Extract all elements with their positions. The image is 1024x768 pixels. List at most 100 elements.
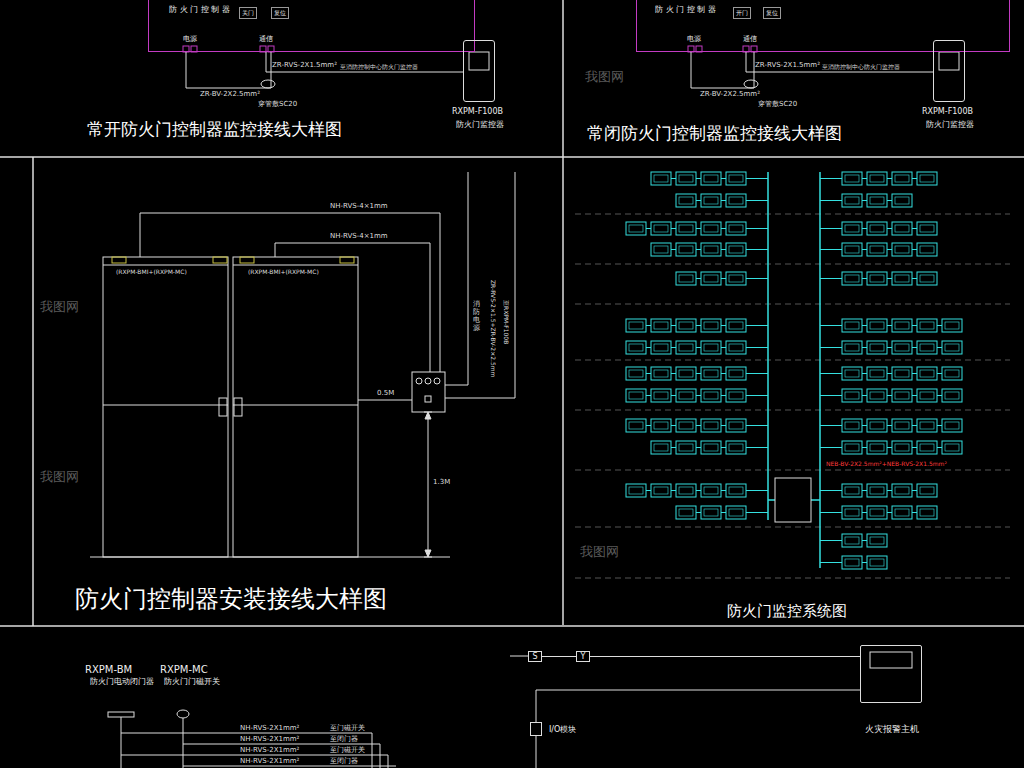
top-right-wiring [688,46,959,88]
monitoring-system-part [651,441,768,454]
drawing-label: 穿管敷SC20 [758,100,797,108]
button: 开门 [733,7,751,19]
watermark: 我图网 [580,545,619,560]
fire-door-illustration-part [233,257,358,557]
monitoring-system [575,172,1010,578]
fire-door-illustration-part [416,378,422,384]
monitoring-system-part [820,556,887,569]
drawing-label: ZR-BV-2X2.5mm² [700,90,760,98]
monitoring-system-part [626,484,768,497]
bottom-wiring-part [536,736,537,768]
wire-label: ZR-RVS-2X1.5mm² [272,61,337,69]
drawing-label: ZR-BV-2X2.5mm² [200,90,260,98]
drawing-label: NH-RVS-2X1mm² [240,735,299,743]
monitoring-system-part [820,389,962,402]
drawing-label: 常开防火门控制器监控接线大样图 [87,120,342,140]
drawing-label: 防火门监控系统图 [727,603,847,620]
monitoring-system-part [820,367,962,380]
top-left-wiring-part [469,52,489,70]
drawing-label: 穿管敷SC20 [258,100,297,108]
node-text: 开门 [734,8,750,18]
drawing-label: NH-RVS-4×1mm [330,202,388,210]
drawing-label: (RXPM-BMI+(RXPM-MC) [248,268,319,275]
drawing-label: 至RXPM-F100B [503,300,510,344]
bottom-wiring-part [121,717,183,768]
signal-box: Y [576,651,590,662]
drawing-label: RXPM-MC [160,664,208,676]
monitoring-system-part [820,534,887,547]
monitoring-system-part [820,441,962,454]
node-text: RXPM-F100B [922,107,973,116]
fire-door-illustration-part [424,412,432,557]
top-left-wiring-part [186,52,271,88]
button: 复位 [271,7,289,19]
drawing-label: 至门磁开关 [330,746,365,754]
drawing-label: 防火门电动闭门器 [90,677,154,686]
drawing-label: 至闭门器 [330,735,358,743]
wire-label: ZR-RVS-2X1.5mm² [755,61,820,69]
monitoring-system-part [820,194,912,207]
io-module: I/O模块 [530,722,542,736]
fire-door-illustration-part [213,257,227,263]
top-left-wiring-part [261,80,275,88]
signal-box: S [528,651,542,662]
watermark: 我图网 [40,300,79,315]
fire-alarm-host: 火灾报警主机 [860,645,922,703]
monitor-device: RXPM-F100B防火门监控器 [463,40,495,102]
drawing-label: 至消防控制中心防火门监控器 [822,63,900,70]
top-right-wiring-part [744,80,758,88]
wire-connector [536,690,860,722]
monitoring-system-part [626,319,768,332]
drawing-label: 常闭防火门控制器监控接线大样图 [587,124,842,144]
bottom-wiring-part [121,733,396,768]
node-text: 电源 [183,35,197,43]
node-text: S [529,652,541,661]
node-text: 通信 [259,35,273,43]
monitoring-system-part [676,194,768,207]
monitoring-system-part [676,506,768,519]
drawing-label: ZR-RVS-2×1.5+ZR-BV-2×2.5mm [490,280,497,377]
monitoring-system-part [626,222,768,235]
fire-door-illustration-part [340,257,354,263]
button: 复位 [763,7,781,19]
monitoring-system-part [820,272,937,285]
node-text: 复位 [272,8,288,18]
wire-connector [266,52,463,72]
monitoring-system-part [820,243,937,256]
monitoring-system-part [820,319,962,332]
node-text: 火灾报警主机 [865,724,919,734]
monitoring-system-part [820,419,962,432]
monitoring-system-part [651,243,768,256]
drawing-label: RXPM-BM [85,664,132,676]
monitoring-system-part [820,341,962,354]
monitoring-system-part [775,478,811,522]
wire-connector [542,656,576,657]
controller-box: 防 火 门 控 制 器电源通信关门复位 [148,0,475,52]
fire-door-illustration-part [434,378,440,384]
drawing-label: NH-RVS-2X1mm² [240,757,299,765]
monitoring-system-part [768,172,820,568]
monitoring-system-part [626,389,768,402]
fire-door-illustration-part [112,257,126,263]
top-right-wiring-part [939,52,959,70]
drawing-label: 0.5M [377,389,394,397]
node-text: 防 火 门 控 制 器 [655,5,716,14]
drawing-label: 消防电源 [473,300,480,332]
fire-door-illustration-part [425,378,431,384]
fire-door-illustration-part [140,213,440,372]
drawing-label: NH-RVS-2X1mm² [240,724,299,732]
drawing-label: NH-RVS-4×1mm [330,232,388,240]
node-text: 复位 [764,8,780,18]
fire-door-illustration-part [103,257,228,557]
fire-door-illustration-part [90,557,450,558]
monitoring-system-part [626,367,768,380]
controller-box: 防 火 门 控 制 器电源通信开门复位 [636,0,1010,52]
panel-grid [0,0,1024,626]
fire-door-illustration-part [425,412,431,557]
monitoring-system-part [651,172,768,185]
bottom-wiring-part [108,712,134,717]
monitoring-system-part [575,214,1010,578]
